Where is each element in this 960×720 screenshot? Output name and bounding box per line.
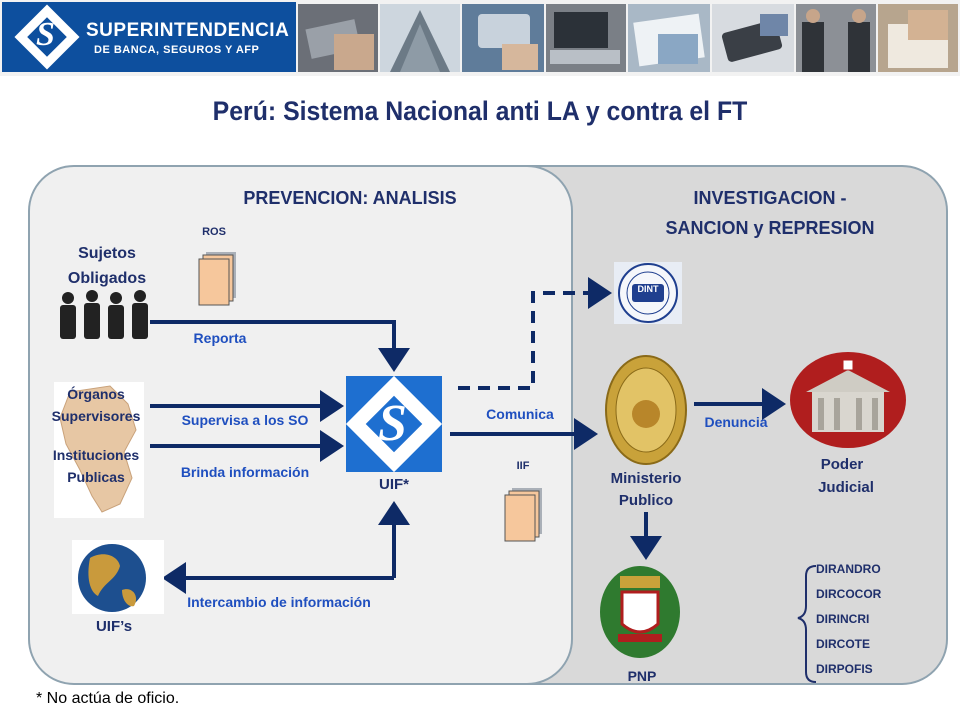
ministerio-line2: Publico: [618, 492, 674, 509]
unit-dirandro: DIRANDRO: [816, 562, 881, 576]
unit-dirpofis: DIRPOFIS: [816, 662, 873, 676]
iif-label: IIF: [516, 460, 530, 472]
logo-s-icon: S: [36, 16, 55, 53]
intercambio-label: Intercambio de información: [187, 594, 371, 610]
supervisa-label: Supervisa a los SO: [181, 412, 309, 428]
photo-building: [380, 4, 460, 72]
unit-dirincri: DIRINCRI: [816, 612, 870, 626]
logo-name: SUPERINTENDENCIA: [86, 20, 290, 41]
uif-label: UIF*: [379, 476, 409, 493]
photo-keyboard-enter: [462, 4, 544, 72]
poder-line2: Judicial: [818, 479, 874, 496]
pnp-emblem: [600, 566, 680, 658]
denuncia-label: Denuncia: [704, 414, 768, 430]
ministerio-publico-emblem: [605, 355, 687, 465]
instituciones-line2: Publicas: [67, 469, 125, 485]
sbs-logo: S SUPERINTENDENCIA DE BANCA, SEGUROS Y A…: [2, 2, 296, 72]
poder-judicial-icon: [790, 352, 906, 448]
photo-documents: [628, 4, 710, 72]
globe-icon: [72, 540, 164, 614]
unit-dircote: DIRCOTE: [816, 637, 870, 651]
ministerio-line1: Ministerio: [610, 470, 682, 487]
investigation-heading-line2: SANCION y REPRESION: [665, 218, 875, 238]
instituciones-line1: Instituciones: [52, 447, 140, 463]
organos-line1: Órganos: [67, 386, 125, 402]
page-title: Perú: Sistema Nacional anti LA y contra …: [212, 96, 748, 126]
header-banner: S SUPERINTENDENCIA DE BANCA, SEGUROS Y A…: [0, 0, 960, 76]
people-icon: [60, 290, 148, 339]
reporta-label: Reporta: [193, 330, 247, 346]
dint-dashed-arrow: [458, 277, 612, 390]
ros-label: ROS: [202, 226, 226, 238]
sujetos-line2: Obligados: [67, 270, 147, 287]
pnp-label: PNP: [627, 668, 657, 684]
photo-laptop: [546, 4, 626, 72]
prevention-heading: PREVENCION: ANALISIS: [243, 188, 457, 208]
photo-payment-terminal: [712, 4, 794, 72]
photo-writing: [878, 4, 958, 72]
comunica-label: Comunica: [486, 406, 554, 422]
photo-card-hand: [298, 4, 378, 72]
photo-handshake: [796, 4, 876, 72]
peru-map-icon: [54, 382, 144, 518]
footnote: * No actúa de oficio.: [36, 690, 180, 707]
brinda-label: Brinda información: [180, 464, 310, 480]
uifs-label: UIF’s: [95, 618, 133, 635]
reporta-arrow: [150, 320, 410, 372]
ros-document-icon: [198, 252, 236, 306]
dint-seal-icon: [614, 262, 682, 324]
unit-dircocor: DIRCOCOR: [816, 587, 882, 601]
poder-line1: Poder: [820, 456, 864, 473]
organos-line2: Supervisores: [51, 408, 141, 424]
investigation-heading-line1: INVESTIGACION -: [693, 188, 847, 208]
units-brace: [797, 565, 817, 683]
dint-text: DINT: [637, 284, 659, 294]
uif-logo-s-icon: S: [378, 395, 407, 452]
sujetos-line1: Sujetos: [78, 245, 136, 262]
logo-subtitle: DE BANCA, SEGUROS Y AFP: [94, 44, 260, 56]
iif-document-icon: [504, 488, 542, 542]
